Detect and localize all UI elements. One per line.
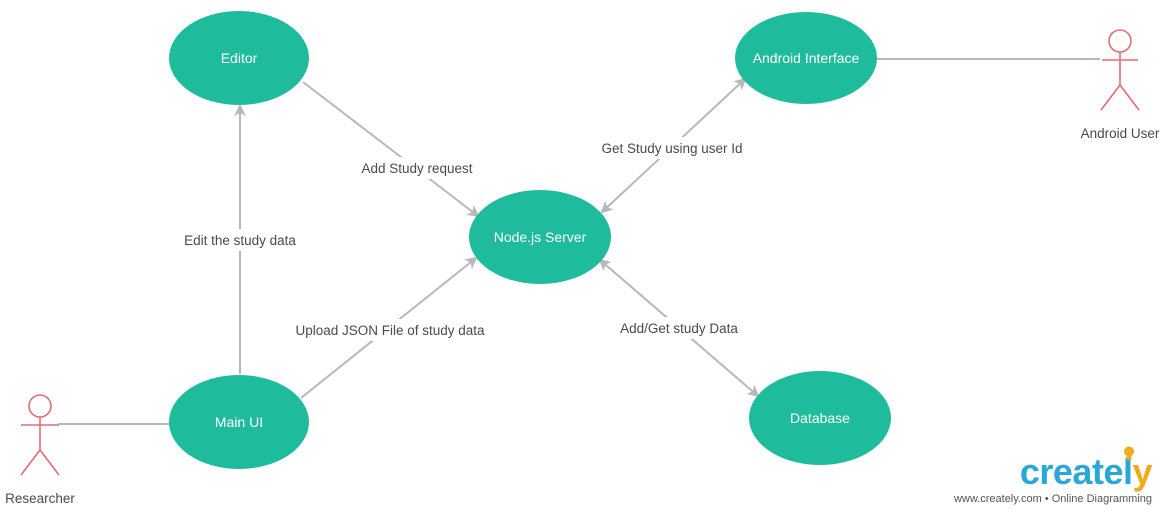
svg-text:Editor: Editor [221,50,258,66]
actor-researcher[interactable]: Researcher [5,394,75,506]
creately-logo: creately [1019,451,1153,492]
svg-text:Node.js Server: Node.js Server [494,229,587,245]
connector-editor-to-server [302,81,480,218]
svg-text:Main UI: Main UI [215,414,263,430]
actor-android-user[interactable]: Android User [1081,29,1160,141]
brand-tagline: www.creately.com • Online Diagramming [953,493,1152,505]
creately-watermark[interactable]: creately www.creately.com • Online Diagr… [912,446,1153,505]
stick-figure-icon [1100,29,1140,111]
edge-label-add-study-request: Add Study request [356,157,478,179]
actor-label: Android User [1081,126,1160,141]
usecase-main-ui[interactable]: Main UI [169,375,309,469]
svg-text:Add/Get study Data: Add/Get study Data [620,321,738,336]
usecase-nodejs-server[interactable]: Node.js Server [469,190,611,284]
edge-label-add-get-study: Add/Get study Data [613,317,745,339]
usecase-editor[interactable]: Editor [169,11,309,105]
edge-label-get-study-user-id: Get Study using user Id [597,137,747,159]
edge-label-edit-study-data: Edit the study data [178,229,302,251]
svg-text:Android Interface: Android Interface [753,50,860,66]
usecase-database[interactable]: Database [749,371,891,465]
lightbulb-icon [1124,446,1134,460]
svg-text:Upload JSON File of study data: Upload JSON File of study data [295,323,485,338]
usecase-android-interface[interactable]: Android Interface [735,12,877,104]
actor-label: Researcher [5,491,75,506]
svg-text:Edit the study data: Edit the study data [184,233,296,248]
svg-text:Database: Database [790,410,850,426]
svg-text:Add Study request: Add Study request [361,161,472,176]
svg-text:Get Study using user Id: Get Study using user Id [601,141,742,156]
edge-label-upload-json: Upload JSON File of study data [290,319,490,341]
stick-figure-icon [20,394,60,476]
